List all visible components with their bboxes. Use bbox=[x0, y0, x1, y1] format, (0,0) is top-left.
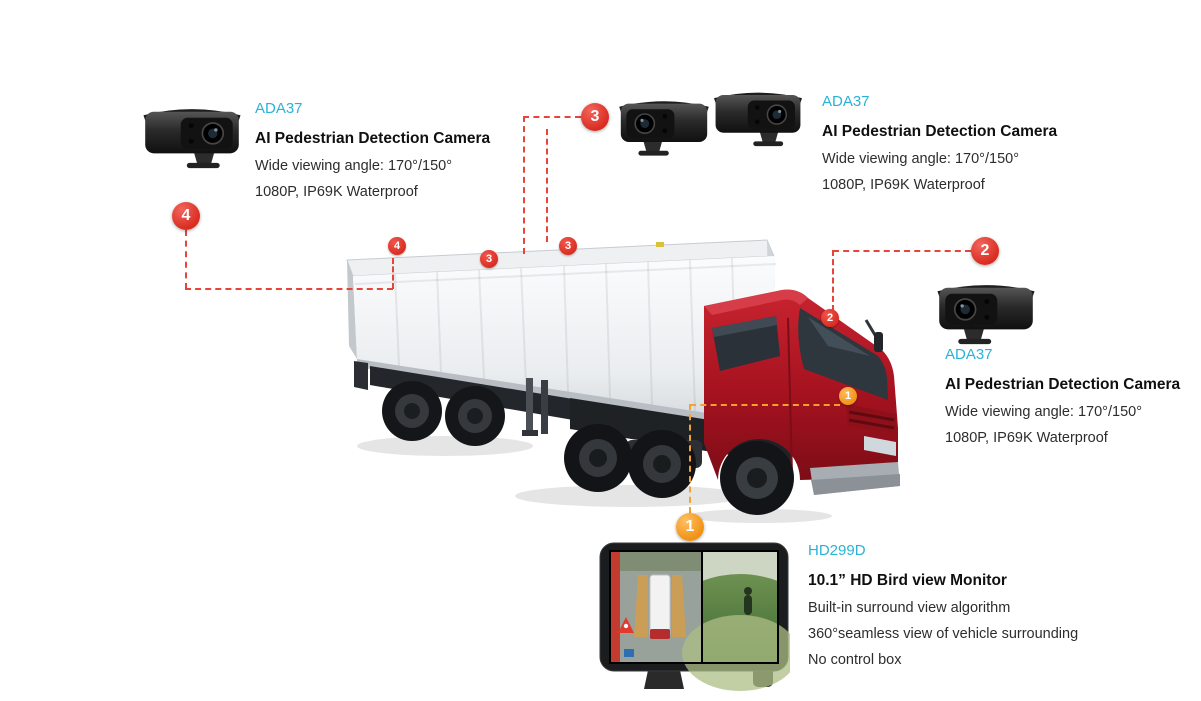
connector-2-horizontal bbox=[833, 250, 971, 252]
callout-badge-3: 3 bbox=[581, 103, 609, 131]
side-camera-right-image bbox=[710, 84, 806, 150]
front-camera-spec-rating: 1080P, IP69K Waterproof bbox=[945, 430, 1108, 447]
front-camera-callout: ADA37 AI Pedestrian Detection Camera Wid… bbox=[945, 346, 1201, 455]
side-camera-model: ADA37 bbox=[822, 93, 870, 110]
connector-2-vertical bbox=[832, 250, 834, 311]
connector-4-horizontal bbox=[185, 288, 393, 290]
monitor-spec-controlbox: No control box bbox=[808, 652, 902, 669]
monitor-image bbox=[599, 542, 790, 691]
truck-marker-front: 2 bbox=[821, 309, 839, 327]
connector-4-vertical bbox=[185, 230, 187, 289]
truck-marker-side-left: 3 bbox=[480, 250, 498, 268]
truck-marker-rear: 4 bbox=[388, 237, 406, 255]
side-camera-spec-angle: Wide viewing angle: 170°/150° bbox=[822, 151, 1019, 167]
connector-1-horizontal bbox=[690, 404, 840, 406]
truck-illustration bbox=[346, 239, 900, 523]
rear-camera-spec-rating: 1080P, IP69K Waterproof bbox=[255, 184, 418, 201]
monitor-spec-algorithm: Built-in surround view algorithm bbox=[808, 600, 1011, 616]
monitor-spec-view: 360°seamless view of vehicle surrounding bbox=[808, 626, 1079, 643]
callout-badge-4: 4 bbox=[172, 202, 200, 230]
connector-4-riser bbox=[392, 258, 394, 289]
front-camera-image bbox=[934, 274, 1038, 350]
monitor-model: HD299D bbox=[808, 542, 866, 559]
front-camera-model: ADA37 bbox=[945, 346, 993, 363]
truck-marker-side-right: 3 bbox=[559, 237, 577, 255]
rear-camera-image bbox=[140, 98, 244, 174]
connector-3-vertical-right bbox=[546, 129, 548, 242]
rear-camera-model: ADA37 bbox=[255, 100, 303, 117]
truck-marker-monitor: 1 bbox=[839, 387, 857, 405]
rear-camera-spec-angle: Wide viewing angle: 170°/150° bbox=[255, 158, 452, 174]
front-camera-spec-angle: Wide viewing angle: 170°/150° bbox=[945, 404, 1142, 420]
monitor-callout: HD299D 10.1” HD Bird view Monitor Built-… bbox=[808, 542, 1148, 677]
side-camera-left-image bbox=[616, 90, 712, 162]
side-camera-spec-rating: 1080P, IP69K Waterproof bbox=[822, 177, 985, 194]
callout-badge-2: 2 bbox=[971, 237, 999, 265]
callout-badge-1: 1 bbox=[676, 513, 704, 541]
side-camera-callout: ADA37 AI Pedestrian Detection Camera Wid… bbox=[822, 93, 1112, 202]
monitor-title: 10.1” HD Bird view Monitor bbox=[808, 572, 1007, 589]
rear-camera-title: AI Pedestrian Detection Camera bbox=[255, 130, 491, 147]
side-camera-title: AI Pedestrian Detection Camera bbox=[822, 123, 1058, 140]
rear-camera-callout: ADA37 AI Pedestrian Detection Camera Wid… bbox=[255, 100, 520, 209]
connector-3-vertical-left bbox=[523, 116, 525, 254]
connector-3-horizontal bbox=[523, 116, 581, 118]
front-camera-title: AI Pedestrian Detection Camera bbox=[945, 376, 1181, 393]
connector-1-vertical bbox=[689, 404, 691, 513]
